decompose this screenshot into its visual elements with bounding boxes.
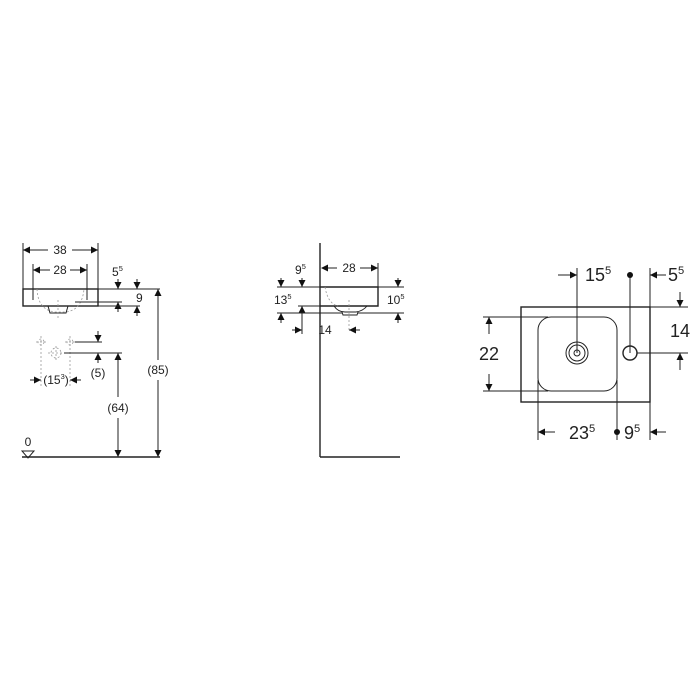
basin-side-outline — [320, 286, 379, 307]
svg-text:(153): (153) — [43, 372, 68, 387]
dim-tap-spacing: (153) — [30, 372, 81, 387]
bowl-hidden-line — [36, 288, 85, 313]
svg-text:22: 22 — [479, 344, 499, 364]
svg-text:105: 105 — [387, 292, 405, 307]
floor-level: 0 — [20, 435, 160, 459]
dim-bowl-depth: 22 — [479, 316, 548, 392]
svg-text:38: 38 — [53, 243, 67, 257]
svg-text:55: 55 — [668, 265, 684, 285]
dim-side-left: 95 135 — [274, 262, 342, 323]
svg-text:135: 135 — [274, 292, 292, 307]
dim-tap-hole-depth: 14 — [637, 292, 690, 370]
dim-tap-offset: 55 9 — [75, 264, 160, 316]
basin-top-outline — [520, 306, 651, 403]
svg-text:14: 14 — [318, 323, 332, 337]
svg-text:95: 95 — [295, 262, 306, 277]
dim-bowl-width: 28 — [32, 263, 88, 300]
dim-outlet-distance: 14 — [292, 316, 360, 337]
front-view: 38 28 55 9 — [20, 243, 169, 459]
svg-text:(85): (85) — [147, 363, 168, 377]
svg-text:28: 28 — [53, 263, 67, 277]
side-view: 28 95 135 105 14 — [274, 243, 405, 458]
basin-front-outline — [22, 288, 99, 307]
svg-text:155: 155 — [585, 265, 611, 285]
dim-tap-hole-offset: 55 — [649, 265, 684, 440]
dim-side-right: 105 — [358, 278, 405, 323]
dim-side-depth: 28 — [321, 261, 379, 287]
svg-text:(5): (5) — [91, 366, 106, 380]
svg-text:235: 235 — [569, 423, 595, 443]
svg-text:55: 55 — [112, 264, 123, 279]
dim-drain-offset: 155 — [558, 265, 633, 353]
dim-bowl-width: 235 95 — [537, 380, 666, 443]
dim-overall-width: 38 — [22, 243, 99, 289]
svg-text:0: 0 — [25, 435, 32, 449]
top-view: 155 55 14 22 235 95 — [479, 265, 690, 443]
tap-hole-markers — [36, 336, 75, 388]
dim-total-height: (85) — [147, 289, 169, 457]
svg-text:95: 95 — [624, 423, 640, 443]
dim-outlet: (5) (64) — [64, 331, 129, 457]
svg-text:(64): (64) — [107, 401, 128, 415]
svg-text:14: 14 — [670, 321, 690, 341]
svg-text:28: 28 — [342, 261, 356, 275]
svg-text:9: 9 — [136, 291, 143, 305]
